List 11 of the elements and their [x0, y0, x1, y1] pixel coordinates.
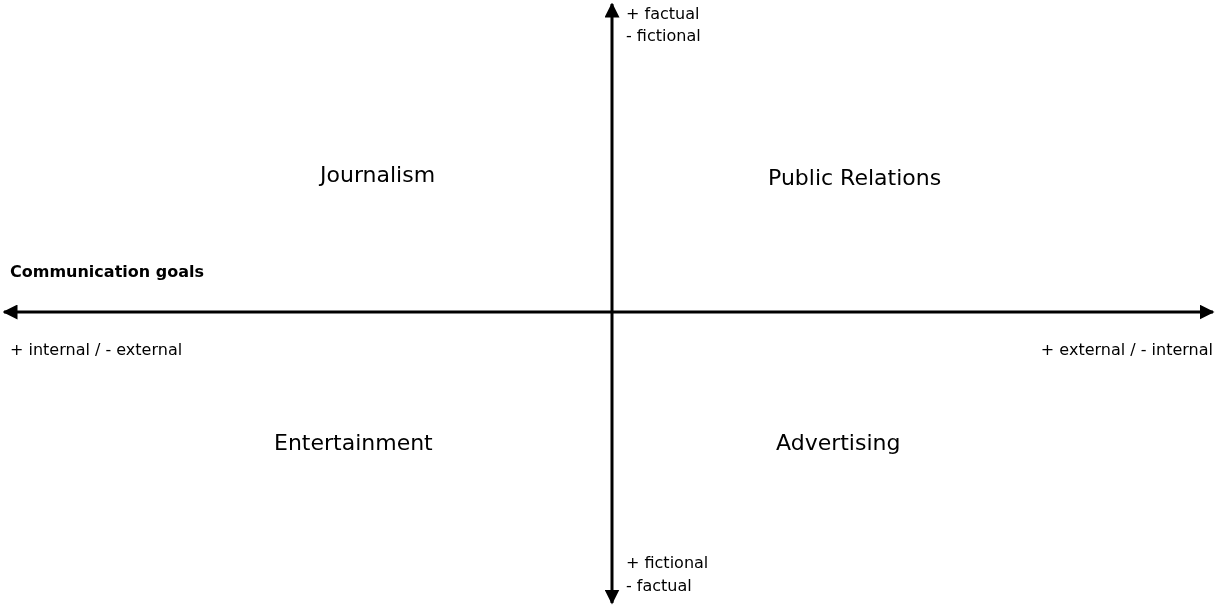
axis-title: Communication goals — [10, 262, 204, 282]
axis-label: + external / - internal — [1040, 340, 1213, 360]
axis-label: - fictional — [626, 26, 701, 46]
quadrant-label: Entertainment — [274, 430, 433, 457]
axis-label: + fictional — [626, 553, 709, 573]
quadrant-label: Advertising — [776, 430, 901, 457]
quadrant-label: Journalism — [320, 162, 436, 189]
quadrant-label: Public Relations — [768, 165, 942, 192]
axis-label: + internal / - external — [10, 340, 183, 360]
axis-label: + factual — [626, 4, 700, 24]
axis-label: - factual — [626, 576, 692, 596]
